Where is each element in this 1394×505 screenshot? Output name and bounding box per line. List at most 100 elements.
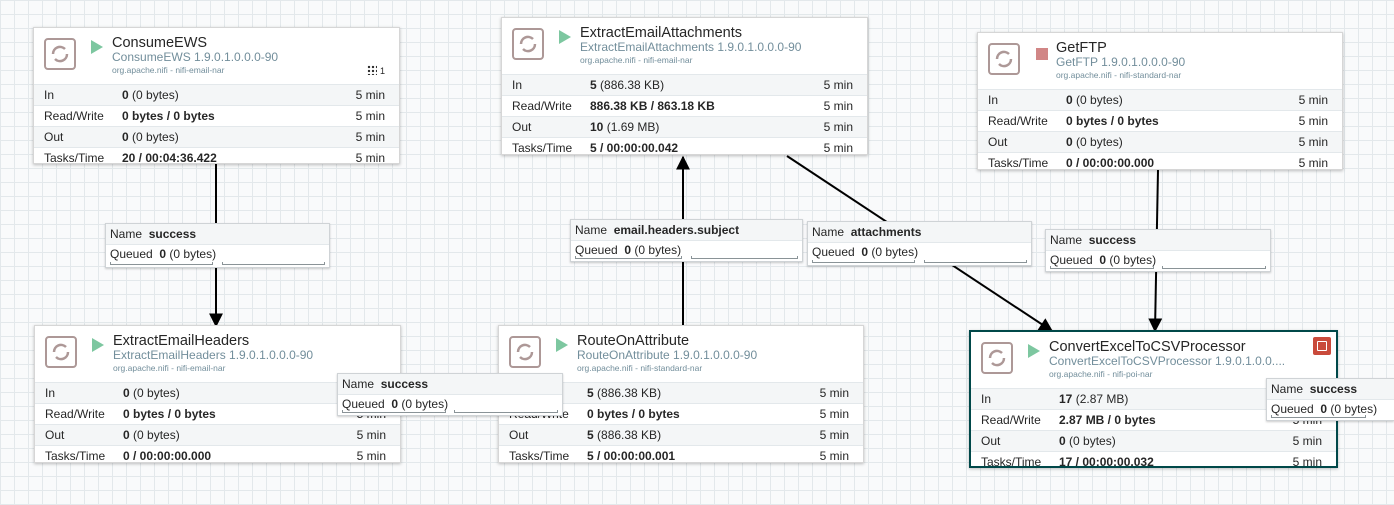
stats-period: 5 min	[823, 78, 853, 92]
stats-tasks-label: Tasks/Time	[988, 156, 1049, 170]
stats-period: 5 min	[823, 120, 853, 134]
connection-name: success	[1088, 233, 1137, 247]
stats-period: 5 min	[355, 109, 385, 123]
stats-period: 5 min	[819, 386, 849, 400]
processor-consumeews[interactable]: ConsumeEWS ConsumeEWS 1.9.0.1.0.0.0-90 o…	[33, 27, 400, 165]
stats-period: 5 min	[1298, 93, 1328, 107]
stats-tasks-value: 17 / 00:00:00.032	[1059, 455, 1154, 469]
stats-in-value: 0 (0 bytes)	[123, 383, 180, 403]
connection-name-label: Name	[1050, 233, 1083, 247]
stats-period: 5 min	[1298, 114, 1328, 128]
connection-label-extractheaders-success[interactable]: Name success Queued 0 (0 bytes)	[337, 373, 563, 416]
stats-period: 5 min	[819, 407, 849, 421]
connection-label-email-headers-subject[interactable]: Name email.headers.subject Queued 0 (0 b…	[570, 219, 803, 262]
stats-period: 5 min	[819, 428, 849, 442]
stats-period: 5 min	[356, 428, 386, 442]
stats-out-value: 5 (886.38 KB)	[587, 425, 661, 445]
stats-out-count: 0	[122, 130, 129, 144]
processor-getftp[interactable]: GetFTP GetFTP 1.9.0.1.0.0.0-90 org.apach…	[977, 32, 1343, 170]
connection-name-row: Name success	[106, 224, 329, 245]
connection-queued-row: Queued 0 (0 bytes)	[1046, 251, 1270, 269]
connection-queued-label: Queued	[575, 243, 618, 257]
running-state-icon	[91, 40, 103, 54]
processor-icon	[44, 38, 76, 70]
connection-name-label: Name	[110, 227, 143, 241]
connection-queued-row: Queued 0 (0 bytes)	[571, 241, 802, 259]
stats-out-size: (0 bytes)	[128, 130, 179, 144]
stats-out-label: Out	[988, 135, 1008, 149]
stats-out-value: 0 (0 bytes)	[1059, 431, 1116, 451]
queued-count: 0	[1320, 402, 1328, 416]
queued-count: 0	[861, 245, 869, 259]
stats-tasks-label: Tasks/Time	[509, 449, 570, 463]
connection-label-attachments[interactable]: Name attachments Queued 0 (0 bytes)	[807, 221, 1032, 266]
processor-name: GetFTP	[1056, 40, 1107, 56]
stats-period: 5 min	[823, 99, 853, 113]
connection-label-convert-success[interactable]: Name success Queued 0 (0 bytes)	[1266, 378, 1394, 421]
stats-out-value: 0 (0 bytes)	[122, 127, 179, 147]
connection-queued-label: Queued	[342, 397, 385, 411]
stats-in-value: 5 (886.38 KB)	[587, 383, 661, 403]
queued-size: (0 bytes)	[1106, 253, 1157, 267]
stats-in-value: 0 (0 bytes)	[1066, 90, 1123, 110]
stats-out-count: 5	[587, 428, 594, 442]
connection-queued-row: Queued 0 (0 bytes)	[106, 245, 329, 263]
stats-in-label: In	[45, 386, 56, 400]
queued-size: (0 bytes)	[166, 247, 217, 261]
stats-out-size: (0 bytes)	[1072, 135, 1123, 149]
processor-bundle: org.apache.nifi - nifi-email-nar	[580, 55, 693, 65]
connection-name-row: Name success	[338, 374, 562, 395]
processor-bundle: org.apache.nifi - nifi-standard-nar	[577, 363, 703, 373]
connection-label-consumeews-success[interactable]: Name success Queued 0 (0 bytes)	[105, 223, 330, 268]
queued-count: 0	[159, 247, 167, 261]
queued-size: (0 bytes)	[868, 245, 919, 259]
connection-queued-row: Queued 0 (0 bytes)	[1267, 400, 1394, 418]
processor-extract-email-headers[interactable]: ExtractEmailHeaders ExtractEmailHeaders …	[34, 325, 401, 463]
stats-rw-value: 0 bytes / 0 bytes	[587, 407, 680, 421]
stats-period: 5 min	[355, 151, 385, 165]
stats-out-count: 0	[1059, 434, 1066, 448]
stats-out-label: Out	[45, 428, 65, 442]
bulletin-icon[interactable]	[1313, 337, 1331, 355]
stats-rw-value: 886.38 KB / 863.18 KB	[590, 99, 715, 113]
processor-icon	[981, 342, 1013, 374]
stats-rw-label: Read/Write	[512, 99, 572, 113]
stats-in-count: 0	[1066, 93, 1073, 107]
running-state-icon	[556, 338, 568, 352]
connection-name-label: Name	[575, 223, 608, 237]
processor-extract-email-attachments[interactable]: ExtractEmailAttachments ExtractEmailAtta…	[501, 17, 868, 155]
stats-period: 5 min	[1298, 135, 1328, 149]
processor-route-on-attribute[interactable]: RouteOnAttribute RouteOnAttribute 1.9.0.…	[498, 325, 864, 463]
processor-type: ConsumeEWS 1.9.0.1.0.0.0-90	[112, 50, 279, 64]
queued-count: 0	[391, 397, 399, 411]
processor-bundle: org.apache.nifi - nifi-poi-nar	[1049, 369, 1153, 379]
stats-out-row: Out 5 (886.38 KB) 5 min	[499, 424, 863, 445]
stats-in-label: In	[981, 392, 992, 406]
stats-out-size: (0 bytes)	[1065, 434, 1116, 448]
connection-label-getftp-success[interactable]: Name success Queued 0 (0 bytes)	[1045, 229, 1271, 272]
stats-out-count: 0	[123, 428, 130, 442]
processor-type: GetFTP 1.9.0.1.0.0.0-90	[1056, 55, 1186, 69]
stats-out-label: Out	[512, 120, 532, 134]
stopped-state-icon	[1036, 48, 1048, 60]
stats-in-size: (886.38 KB)	[596, 78, 665, 92]
active-threads-count: 1	[379, 66, 385, 76]
connection-queued-label: Queued	[1271, 402, 1314, 416]
stats-in-count: 17	[1059, 392, 1073, 406]
connection-name-row: Name attachments	[808, 222, 1031, 243]
threads-icon	[366, 65, 377, 75]
queued-size: (0 bytes)	[631, 243, 682, 257]
stats-in-size: (886.38 KB)	[593, 386, 662, 400]
stats-tasks-label: Tasks/Time	[981, 455, 1042, 469]
stats-out-label: Out	[509, 428, 529, 442]
processor-convert-excel-to-csv[interactable]: ConvertExcelToCSVProcessor ConvertExcelT…	[969, 330, 1338, 469]
